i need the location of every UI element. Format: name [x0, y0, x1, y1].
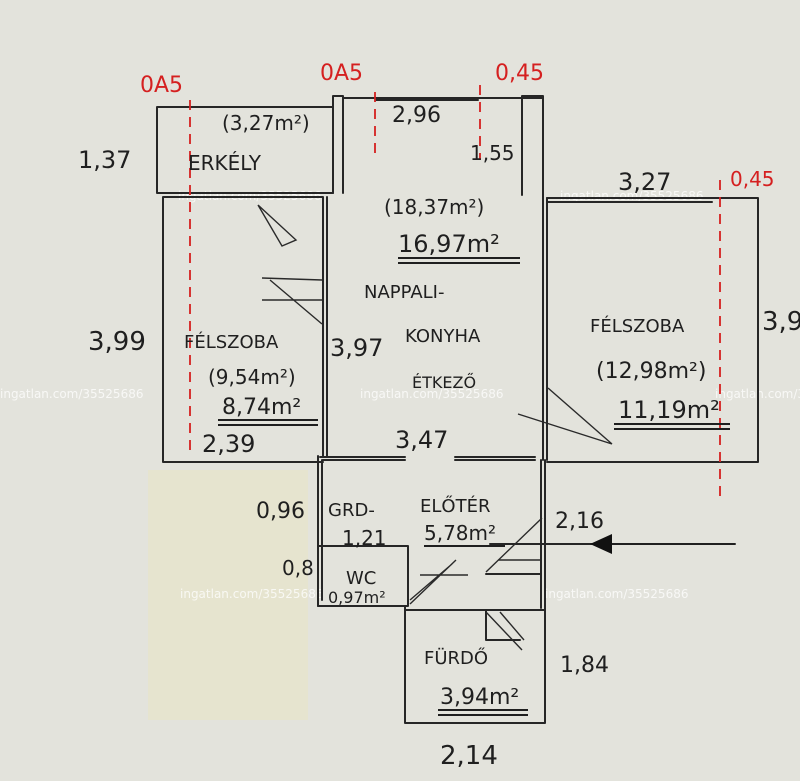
dimension-label: 1,55 — [470, 141, 515, 165]
paper-smudge — [148, 470, 308, 720]
room-area: 16,97m² — [398, 230, 500, 258]
dimension-label: 0,96 — [256, 499, 305, 524]
right-room-wall — [546, 197, 759, 463]
top-wall — [342, 97, 544, 101]
room-area: 0,97m² — [328, 588, 386, 607]
bath-inner — [485, 573, 542, 641]
room-area-gross: (9,54m²) — [208, 365, 296, 389]
top-notch-right — [521, 95, 544, 196]
red-mark: 0A5 — [320, 61, 363, 86]
room-area-gross: (18,37m²) — [384, 195, 484, 219]
dimension-label: 3,99 — [88, 327, 146, 357]
watermark: ingatlan.com/35525686 — [360, 387, 503, 401]
room-area: 3,94m² — [440, 685, 519, 710]
room-area: 5,78m² — [424, 521, 496, 545]
red-mark: 0,45 — [730, 167, 775, 191]
room-area: (3,27m²) — [222, 111, 310, 135]
room-area-gross: (12,98m²) — [596, 359, 706, 384]
door-swings — [257, 204, 613, 651]
dimension-label: 2,16 — [555, 509, 604, 534]
walls — [156, 95, 759, 724]
living-wall-right — [542, 194, 548, 461]
room-name: FÉLSZOBA — [590, 315, 685, 337]
room-name: WC — [346, 568, 376, 589]
dimension-label: 3,27 — [618, 168, 671, 196]
room-area: 11,19m² — [618, 396, 720, 424]
dimension-label: 0,8 — [282, 556, 314, 580]
dimension-label: 2,96 — [392, 103, 441, 128]
dimension-label: 3,97 — [330, 334, 383, 362]
left-room-wall — [162, 196, 328, 463]
dimension-label: 1,21 — [342, 526, 387, 550]
dimension-label: 2,39 — [202, 430, 255, 458]
dimension-label: 2,14 — [440, 741, 498, 771]
dimension-label: 3,47 — [395, 426, 448, 454]
watermark: ingatlan.com/35525686 — [560, 189, 703, 203]
dimension-label: 1,84 — [560, 653, 609, 678]
red-dashed-lines — [189, 85, 721, 500]
room-area: 8,74m² — [222, 395, 301, 420]
watermark: ingatlan.com/35525686 — [545, 587, 688, 601]
top-notch-left — [332, 95, 344, 194]
dimension-label: 3,9 — [762, 307, 800, 337]
bath-wall — [404, 605, 546, 724]
red-mark: 0,45 — [495, 61, 544, 86]
dimension-label: 1,37 — [78, 146, 131, 174]
watermark: ingatlan.com/35525686 — [0, 387, 143, 401]
room-name: KONYHA — [405, 326, 481, 347]
watermark: ingatlan.com/35525686 — [180, 587, 323, 601]
room-name: FÉLSZOBA — [184, 331, 279, 353]
red-mark: 0A5 — [140, 73, 183, 98]
wc-wall — [317, 545, 409, 607]
room-name: NAPPALI- — [364, 282, 444, 303]
room-name: ERKÉLY — [188, 151, 262, 175]
room-name: ÉTKEZŐ — [412, 372, 476, 392]
room-name: GRD- — [328, 500, 375, 521]
room-name: ELŐTÉR — [420, 495, 490, 517]
hall-wall — [317, 455, 546, 609]
room-name: FÜRDŐ — [424, 647, 488, 669]
living-bottom-wall — [319, 456, 536, 461]
entrance-arrow — [590, 534, 735, 554]
